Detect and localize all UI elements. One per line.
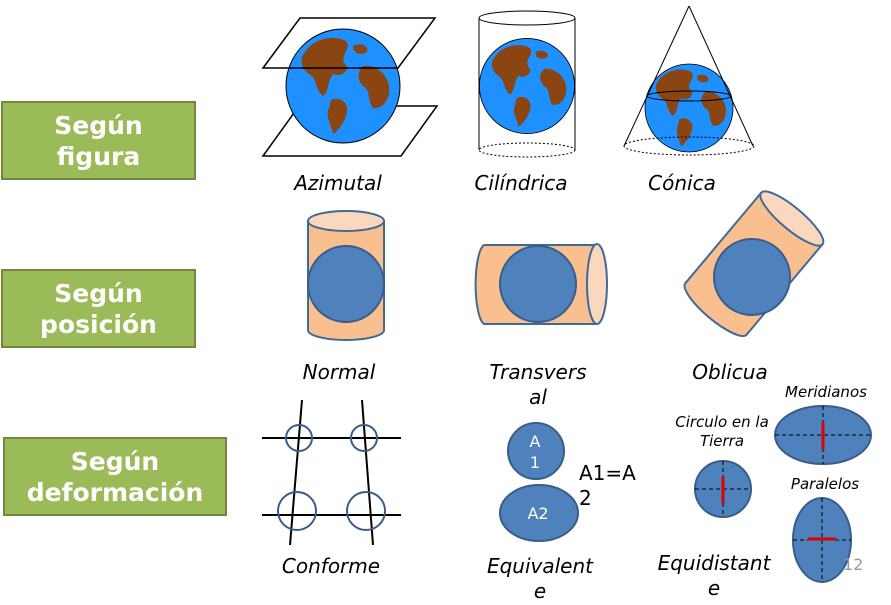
caption-cilindrica: Cilíndrica — [474, 171, 568, 195]
label-segun-posicion: Según posición — [1, 269, 196, 348]
caption-conforme: Conforme — [281, 554, 381, 578]
label-paralelos: Paralelos — [790, 475, 860, 493]
caption-equidistante: Equidistante — [657, 551, 771, 600]
caption-normal: Normal — [302, 360, 376, 384]
equidistante-figure — [694, 405, 872, 583]
label-meridianos: Meridianos — [785, 383, 867, 401]
caption-equivalente: Equivalente — [486, 554, 594, 603]
transversal-figure — [474, 243, 608, 325]
conica-figure — [623, 5, 755, 156]
conforme-figure — [262, 399, 401, 546]
azimutal-figure — [261, 17, 439, 157]
label-a2: A2 — [527, 504, 549, 523]
caption-azimutal: Azimutal — [294, 171, 382, 195]
label-circulo-tierra: Circulo en la Tierra — [675, 413, 769, 450]
label-segun-posicion-text: Según posición — [40, 278, 157, 339]
caption-conica: Cónica — [648, 171, 716, 195]
cilindrica-figure — [478, 10, 576, 158]
label-segun-deformacion-text: Según deformación — [26, 446, 204, 507]
oblicua-figure — [683, 190, 825, 337]
label-a1: A1 — [529, 432, 541, 472]
label-segun-figura-text: Según figura — [54, 110, 143, 171]
page-number: 12 — [843, 555, 864, 574]
equation-a1-a2: A1=A2 — [579, 461, 636, 510]
equivalente-figure — [499, 422, 579, 542]
label-segun-figura: Según figura — [1, 101, 196, 180]
label-segun-deformacion: Según deformación — [3, 437, 227, 516]
normal-figure — [307, 210, 385, 341]
caption-transversal: Transversal — [489, 360, 587, 409]
caption-oblicua: Oblicua — [692, 360, 768, 384]
